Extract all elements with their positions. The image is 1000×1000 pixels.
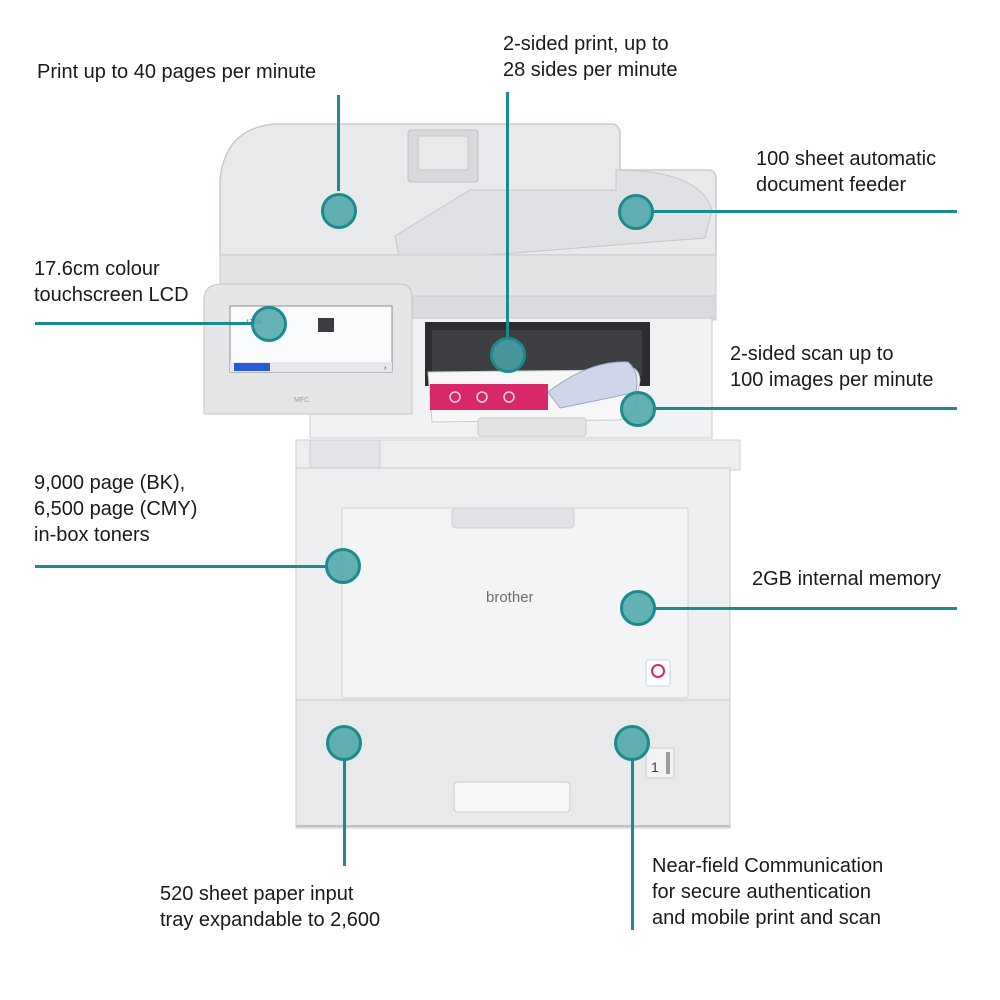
usb-port-cover: [309, 439, 381, 469]
callout-touchscreen: 17.6cm colour touchscreen LCD: [34, 258, 189, 306]
callout-dot-duplex-print[interactable]: [490, 337, 526, 373]
callout-dot-touchscreen[interactable]: [251, 306, 287, 342]
callout-print-speed: Print up to 40 pages per minute: [37, 61, 317, 83]
output-tray-lip: [477, 417, 587, 437]
callout-dot-paper-tray[interactable]: [326, 725, 362, 761]
callout-toners: 9,000 page (BK), 6,500 page (CMY) in-box…: [34, 472, 198, 546]
callout-line-print-speed: [337, 95, 340, 191]
lcd-next-arrow[interactable]: ›: [384, 365, 387, 372]
callout-line-toners: [35, 565, 327, 568]
callout-memory: 2GB internal memory: [752, 568, 941, 590]
brand-logo: brother: [486, 589, 534, 606]
lcd-tab-bar: [230, 362, 392, 372]
front-cover-handle: [451, 507, 575, 529]
adf-input-tray: [394, 169, 713, 263]
callout-line-memory: [654, 607, 957, 610]
callout-line-nfc: [631, 758, 634, 930]
callout-duplex-print: 2-sided print, up to 28 sides per minute: [503, 33, 678, 81]
lcd-screen: [229, 305, 393, 373]
callout-line-paper-tray: [343, 758, 346, 866]
paper-tray-handle: [453, 781, 571, 813]
printed-sheet-curl: [547, 361, 638, 409]
callout-dot-duplex-scan[interactable]: [620, 391, 656, 427]
printed-sheet-magenta-block: [430, 384, 548, 410]
callout-adf: 100 sheet automatic document feeder: [756, 148, 937, 196]
callout-duplex-scan: 2-sided scan up to 100 images per minute: [730, 343, 934, 391]
callout-nfc: Near-field Communication for secure auth…: [652, 855, 884, 929]
callout-line-touchscreen: [35, 322, 253, 325]
callout-line-duplex-scan: [654, 407, 957, 410]
callout-line-adf: [652, 210, 957, 213]
lcd-active-tab: [234, 363, 270, 371]
model-mark: MFC: [294, 397, 309, 404]
body-shoulder: [295, 439, 741, 471]
callout-dot-print-speed[interactable]: [321, 193, 357, 229]
callout-dot-toners[interactable]: [325, 548, 361, 584]
tray-number: 1: [651, 759, 659, 775]
callout-dot-memory[interactable]: [620, 590, 656, 626]
adf-guide-handle: [417, 135, 469, 171]
callout-dot-nfc[interactable]: [614, 725, 650, 761]
callout-line-duplex-print: [506, 92, 509, 342]
color-badge: [645, 659, 671, 687]
lcd-scan-app: [318, 318, 334, 332]
nfc-strip: [666, 752, 670, 774]
callout-paper-tray: 520 sheet paper input tray expandable to…: [160, 883, 381, 931]
callout-dot-adf[interactable]: [618, 194, 654, 230]
